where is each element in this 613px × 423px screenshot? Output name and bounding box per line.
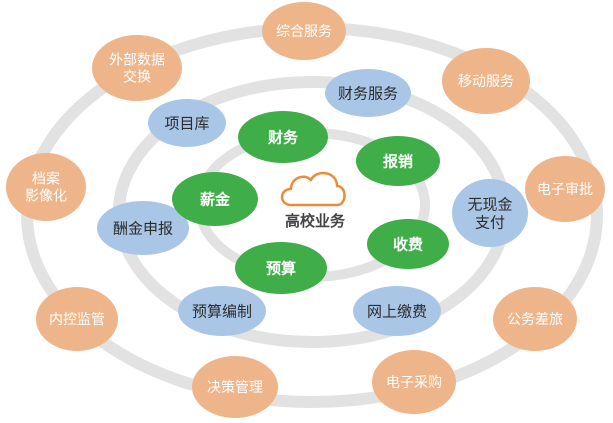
- middle-node-label: 预算编制: [192, 302, 252, 320]
- outer-node-5: 电子采购: [372, 350, 456, 414]
- middle-node-label: 支付: [475, 213, 505, 231]
- inner-node-label: 报销: [383, 152, 413, 170]
- inner-node-shape: [235, 242, 327, 294]
- middle-node-label: 财务服务: [338, 84, 398, 102]
- outer-node-label: 交换: [123, 69, 151, 86]
- middle-node-label: 酬金申报: [113, 219, 173, 237]
- middle-node-1: 财务服务: [325, 69, 411, 117]
- outer-node-label: 移动服务: [458, 74, 514, 90]
- cloud-icon: [280, 171, 346, 207]
- outer-node-shape: [493, 287, 577, 351]
- outer-node-shape: [6, 153, 86, 221]
- outer-node-4: 公务差旅: [493, 287, 577, 351]
- outer-node-shape: [92, 35, 182, 101]
- outer-node-shape: [525, 156, 605, 222]
- outer-node-label: 外部数据: [109, 53, 165, 69]
- inner-node-label: 预算: [266, 259, 296, 277]
- inner-node-shape: [172, 172, 258, 226]
- middle-node-shape: [452, 179, 528, 247]
- middle-node-shape: [325, 69, 411, 117]
- inner-node-shape: [238, 111, 328, 163]
- outer-node-shape: [36, 287, 118, 351]
- outer-node-label: 电子审批: [537, 182, 593, 198]
- outer-node-label: 综合服务: [276, 24, 332, 40]
- outer-node-label: 决策管理: [207, 379, 263, 396]
- middle-node-label: 无现金: [467, 195, 512, 213]
- inner-node-4: 预算: [235, 242, 327, 294]
- inner-node-5: 薪金: [172, 172, 258, 226]
- outer-node-3: 电子审批: [525, 156, 605, 222]
- inner-node-shape: [367, 219, 449, 269]
- outer-node-label: 电子采购: [386, 375, 442, 391]
- middle-node-shape: [178, 286, 266, 336]
- inner-node-1: 财务: [238, 111, 328, 163]
- outer-node-2: 移动服务: [442, 48, 530, 114]
- outer-node-shape: [262, 2, 346, 60]
- middle-node-4: 预算编制: [178, 286, 266, 336]
- middle-node-label: 网上缴费: [367, 302, 427, 320]
- middle-node-shape: [353, 286, 441, 336]
- inner-node-label: 财务: [268, 128, 299, 146]
- outer-node-6: 决策管理: [192, 356, 278, 418]
- outer-node-shape: [192, 356, 278, 418]
- inner-node-2: 报销: [356, 136, 440, 186]
- middle-node-6: 项目库: [148, 99, 226, 147]
- inner-node-label: 收费: [393, 235, 423, 253]
- outer-node-label: 内控监管: [49, 312, 105, 328]
- outer-node-shape: [442, 48, 530, 114]
- outer-node-7: 内控监管: [36, 287, 118, 351]
- outer-node-1: 综合服务: [262, 2, 346, 60]
- inner-node-label: 薪金: [200, 190, 231, 208]
- outer-node-shape: [372, 350, 456, 414]
- outer-node-label: 影像化: [25, 189, 67, 205]
- middle-node-label: 项目库: [164, 114, 209, 132]
- inner-node-3: 收费: [367, 219, 449, 269]
- middle-node-shape: [148, 99, 226, 147]
- outer-node-label: 公务差旅: [507, 312, 563, 328]
- middle-node-5: 酬金申报: [97, 201, 189, 255]
- middle-node-3: 网上缴费: [353, 286, 441, 336]
- outer-node-label: 档案: [32, 171, 60, 188]
- inner-node-shape: [356, 136, 440, 186]
- center-label: 高校业务: [285, 212, 346, 230]
- middle-node-shape: [97, 201, 189, 255]
